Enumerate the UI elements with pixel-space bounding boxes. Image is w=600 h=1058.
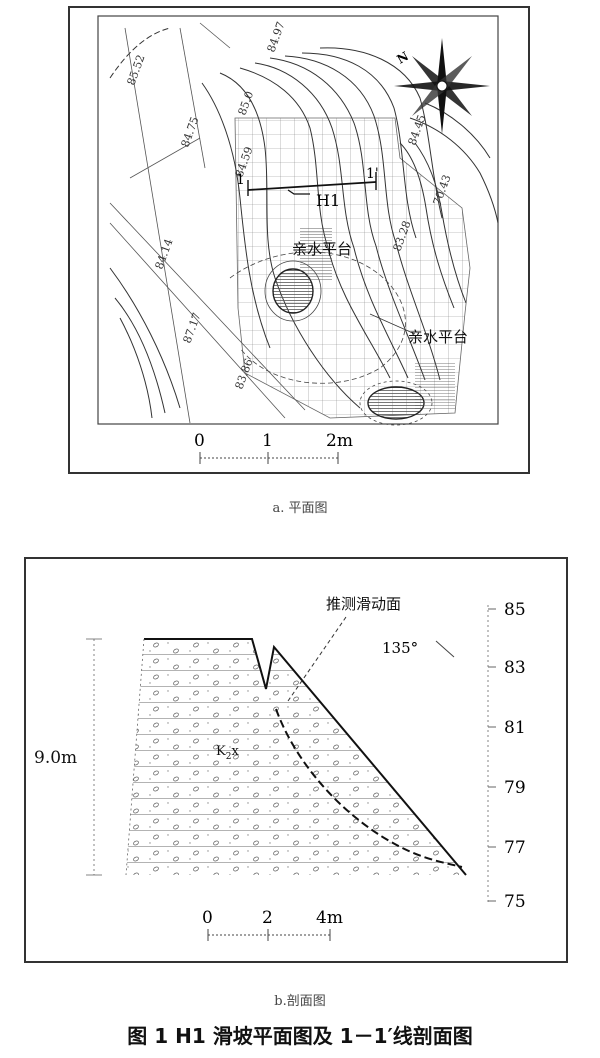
scale-tick-label: 2m bbox=[326, 431, 353, 451]
contour-lines bbox=[109, 47, 499, 419]
plan-inner-frame bbox=[97, 15, 499, 425]
north-label: N bbox=[395, 49, 412, 67]
contour-label: 84.97 bbox=[265, 20, 288, 54]
road-lines bbox=[109, 22, 306, 424]
contour-label: 84.45 bbox=[406, 113, 429, 147]
slope-body bbox=[126, 639, 466, 875]
elevation-axis: 85 83 81 79 77 75 bbox=[487, 600, 526, 912]
contour-label: 87.17 bbox=[181, 311, 204, 345]
section-caption: b.剖面图 bbox=[274, 994, 326, 1009]
plan-caption: a. 平面图 bbox=[272, 501, 328, 516]
inferred-slip-surface bbox=[275, 708, 463, 868]
section-end-label: 1' bbox=[366, 166, 379, 182]
stratum-label: K2x bbox=[216, 744, 239, 762]
elevation-tick: 81 bbox=[504, 718, 526, 738]
elevation-tick: 85 bbox=[504, 600, 526, 620]
contour-label: 84.75 bbox=[179, 115, 202, 149]
scale-tick-label: 1 bbox=[262, 431, 273, 451]
scale-tick-label: 4m bbox=[316, 908, 343, 928]
ground-surface-line bbox=[144, 638, 467, 876]
section-line-1-1: 1 1' H1 bbox=[236, 166, 379, 210]
waterfront-platform-label: 亲水平台 bbox=[292, 240, 352, 258]
north-arrow-icon: N bbox=[394, 38, 490, 134]
waterfront-platform-label: 亲水平台 bbox=[408, 328, 468, 346]
slide-boundary bbox=[109, 27, 171, 79]
scale-tick-label: 2 bbox=[262, 908, 273, 928]
section-scale-bar: 0 2 4m bbox=[202, 908, 343, 941]
plan-view-map: 85.52 84.97 85.0 84.75 84.59 84.45 84.14… bbox=[97, 15, 499, 464]
section-view-panel: 推测滑动面 135° K2x 9.0m 85 83 81 79 bbox=[24, 557, 568, 963]
elevation-tick: 75 bbox=[504, 892, 526, 912]
landslide-id-label: H1 bbox=[316, 191, 340, 210]
contour-label: 85.52 bbox=[125, 53, 148, 87]
elevation-tick: 77 bbox=[504, 838, 526, 858]
elevation-tick: 79 bbox=[504, 778, 526, 798]
section-view-diagram: 推测滑动面 135° K2x 9.0m 85 83 81 79 bbox=[34, 595, 526, 941]
plan-view-panel: 85.52 84.97 85.0 84.75 84.59 84.45 84.14… bbox=[68, 6, 530, 474]
contour-label: 84.14 bbox=[153, 237, 176, 271]
scale-tick-label: 0 bbox=[194, 431, 205, 451]
slip-surface-label: 推测滑动面 bbox=[326, 595, 401, 613]
height-dimension: 9.0m bbox=[34, 638, 102, 876]
dip-angle-label: 135° bbox=[382, 639, 418, 657]
contour-label: 85.0 bbox=[236, 90, 257, 117]
scale-tick-label: 0 bbox=[202, 908, 213, 928]
section-start-label: 1 bbox=[236, 172, 245, 188]
elevation-tick: 83 bbox=[504, 658, 526, 678]
plan-scale-bar: 0 1 2m bbox=[194, 431, 353, 464]
figure-title: 图 1 H1 滑坡平面图及 1－1′线剖面图 bbox=[127, 1024, 473, 1048]
height-label: 9.0m bbox=[34, 748, 77, 768]
